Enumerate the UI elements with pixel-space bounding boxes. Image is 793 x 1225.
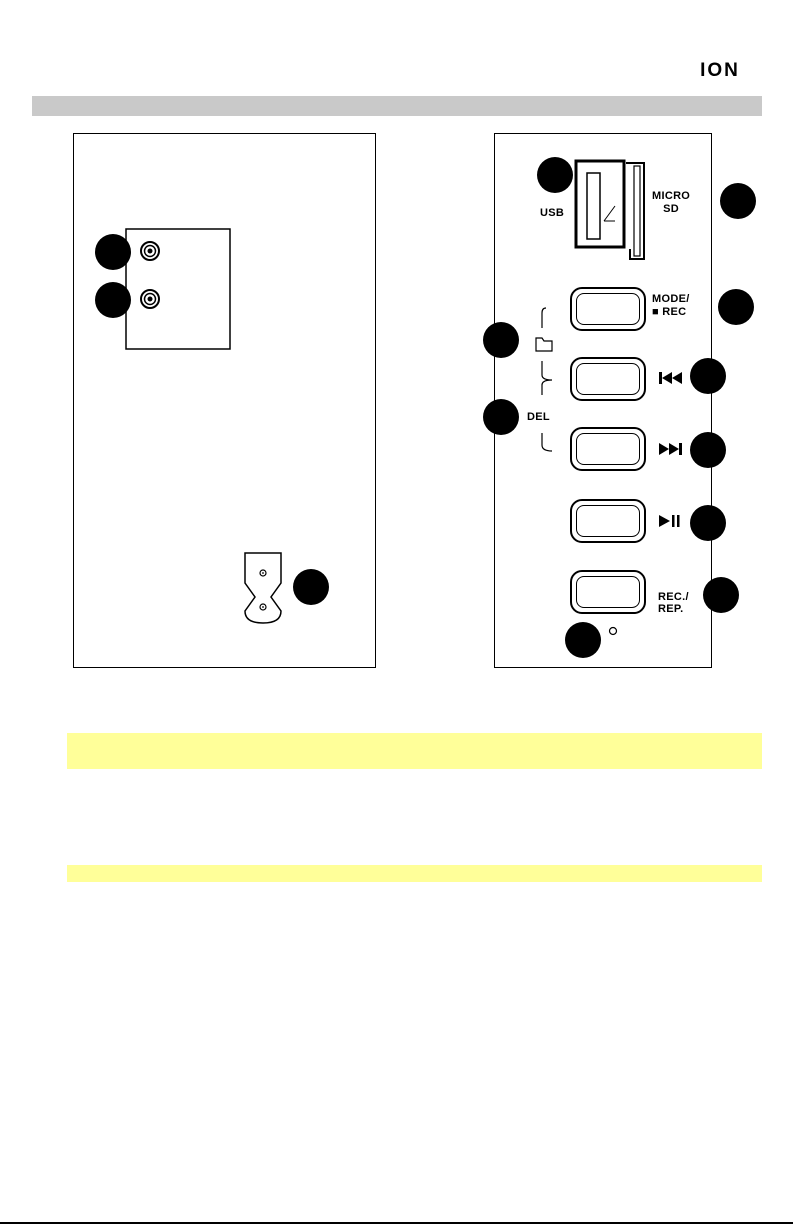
rec-rep-button[interactable] [570, 570, 646, 614]
play-pause-button[interactable] [570, 499, 646, 543]
mode-rec-label: MODE/ ■ REC [652, 293, 690, 319]
callout-marker [95, 234, 131, 270]
previous-track-icon [659, 372, 682, 384]
audio-jack-icon [141, 290, 159, 308]
audio-jack-icon [141, 242, 159, 260]
highlight-box [67, 865, 762, 882]
rec-rep-label: REC./ REP. [658, 591, 689, 615]
folder-icon [536, 338, 552, 351]
mode-rec-button[interactable] [570, 287, 646, 331]
next-track-icon [659, 443, 682, 455]
callout-marker [720, 183, 756, 219]
del-label: DEL [527, 411, 550, 423]
logo-text: ION [700, 60, 740, 78]
rear-panel-drawing [73, 133, 376, 668]
callout-marker [293, 569, 329, 605]
callout-marker [537, 157, 573, 193]
led-indicator-icon [610, 628, 617, 635]
callout-marker [483, 322, 519, 358]
power-inlet-icon [245, 553, 281, 623]
callout-marker [95, 282, 131, 318]
callout-marker [565, 622, 601, 658]
section-header-bar [32, 96, 762, 116]
callout-marker [703, 577, 739, 613]
play-pause-icon [659, 515, 680, 527]
microsd-label: MICRO SD [652, 190, 690, 216]
callout-marker [690, 505, 726, 541]
ion-logo: ION [680, 60, 760, 78]
highlight-box [67, 733, 762, 769]
callout-marker [718, 289, 754, 325]
next-button[interactable] [570, 427, 646, 471]
previous-button[interactable] [570, 357, 646, 401]
usb-label: USB [540, 207, 564, 219]
callout-marker [483, 399, 519, 435]
callout-marker [690, 432, 726, 468]
callout-marker [690, 358, 726, 394]
footer-rule [0, 1222, 793, 1224]
